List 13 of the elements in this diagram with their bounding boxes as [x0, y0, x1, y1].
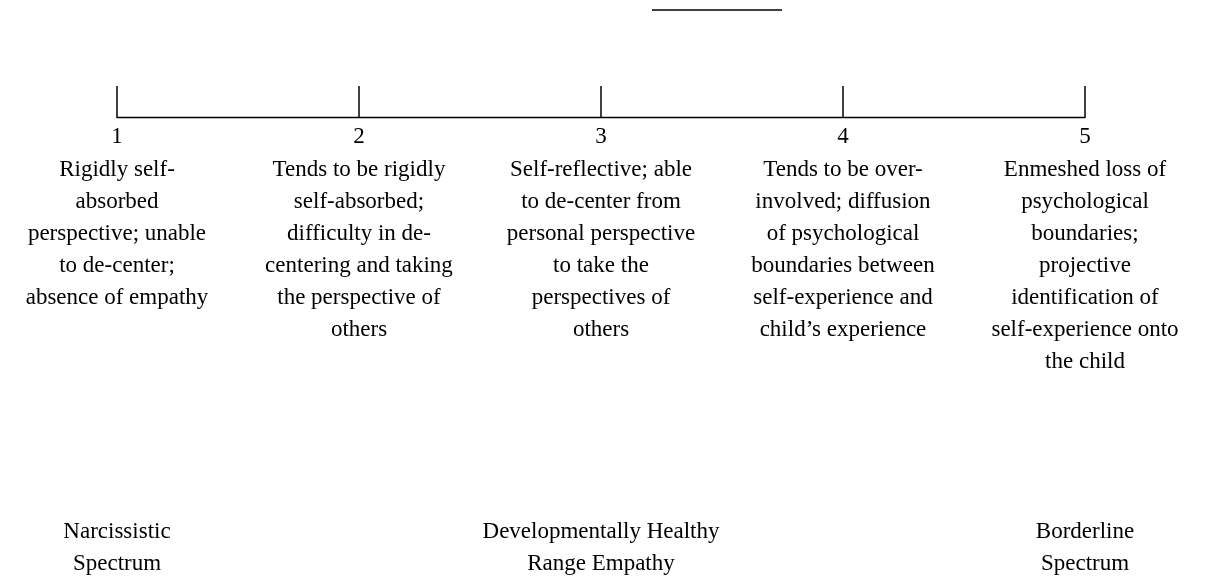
scale-number: 3	[594, 122, 608, 150]
scale-number: 5	[1078, 122, 1092, 150]
scale-description: Self-reflective; able to de-center from personal perspective to take the perspectives of others	[506, 155, 696, 343]
scale-description: Enmeshed loss of psychological boundaries; projective identification of self-experience onto the child	[990, 155, 1180, 375]
spectrum-label: Borderline Spectrum	[1034, 517, 1136, 577]
scale-description: Tends to be over-involved; diffusion of psychological boundaries between self-experience and child’s experience	[750, 155, 936, 343]
scale-number: 1	[110, 122, 124, 150]
scale-number: 4	[836, 122, 850, 150]
scale-description: Tends to be rigidly self-absorbed; difficulty in de-centering and taking the perspective of others	[264, 155, 454, 343]
scale-number: 2	[352, 122, 366, 150]
spectrum-label: Developmentally Healthy Range Empathy	[481, 517, 721, 577]
spectrum-label: Narcissistic Spectrum	[62, 517, 172, 577]
scale-description: Rigidly self-absorbed perspective; unable to de-center; absence of empathy	[24, 155, 210, 311]
